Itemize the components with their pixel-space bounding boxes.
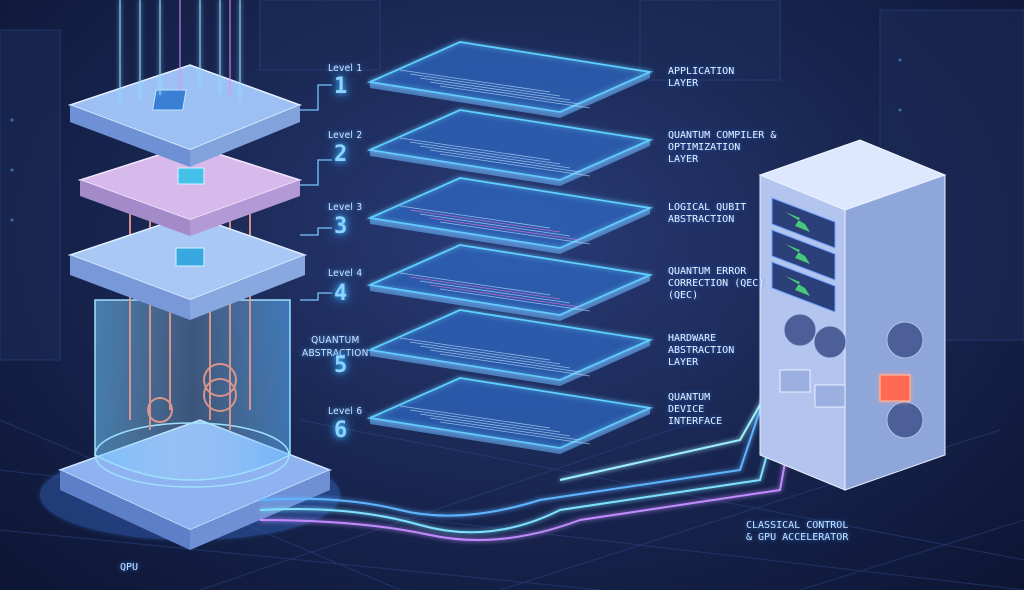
level-5-title: QUANTUM ABSTRACTION bbox=[302, 335, 369, 359]
gpu-server bbox=[758, 139, 947, 491]
layer-panel-5 bbox=[366, 309, 654, 386]
level-2-title: Level 2 bbox=[328, 130, 363, 141]
layer-5-label: HARDWARE ABSTRACTION LAYER bbox=[668, 333, 735, 368]
level-6-title: Level 6 bbox=[328, 406, 363, 417]
qpu-tower bbox=[58, 0, 332, 550]
layer-3-label: LOGICAL QUBIT ABSTRACTION bbox=[668, 202, 747, 225]
level-5-number: 5 bbox=[334, 353, 348, 378]
level-4-number: 4 bbox=[334, 281, 348, 306]
level-1-number: 1 bbox=[334, 74, 348, 99]
level-3-title: Level 3 bbox=[328, 202, 363, 213]
layer-panel-1 bbox=[366, 41, 654, 118]
layer-1-label: APPLICATION LAYER bbox=[668, 66, 735, 89]
layer-panel-4 bbox=[366, 244, 654, 321]
level-3-number: 3 bbox=[334, 214, 348, 239]
level-1-title: Level 1 bbox=[328, 63, 363, 74]
layer-panel-6 bbox=[366, 377, 654, 454]
level-4-title: Level 4 bbox=[328, 268, 363, 279]
classical-control-label: CLASSICAL CONTROL & GPU ACCELERATOR bbox=[746, 520, 849, 543]
level-6-number: 6 bbox=[334, 418, 348, 443]
layer-panel-2 bbox=[366, 109, 654, 186]
layer-4-label: QUANTUM ERROR CORRECTION (QEC) (QEC) bbox=[668, 266, 765, 301]
layer-2-label: QUANTUM COMPILER & OPTIMIZATION LAYER bbox=[668, 130, 777, 165]
level-connectors bbox=[300, 84, 332, 301]
layer-panels bbox=[366, 41, 654, 454]
layer-6-label: QUANTUM DEVICE INTERFACE bbox=[668, 392, 723, 427]
level-2-number: 2 bbox=[334, 142, 348, 167]
layer-panel-3 bbox=[366, 177, 654, 254]
qpu-label: QPU bbox=[120, 562, 139, 573]
